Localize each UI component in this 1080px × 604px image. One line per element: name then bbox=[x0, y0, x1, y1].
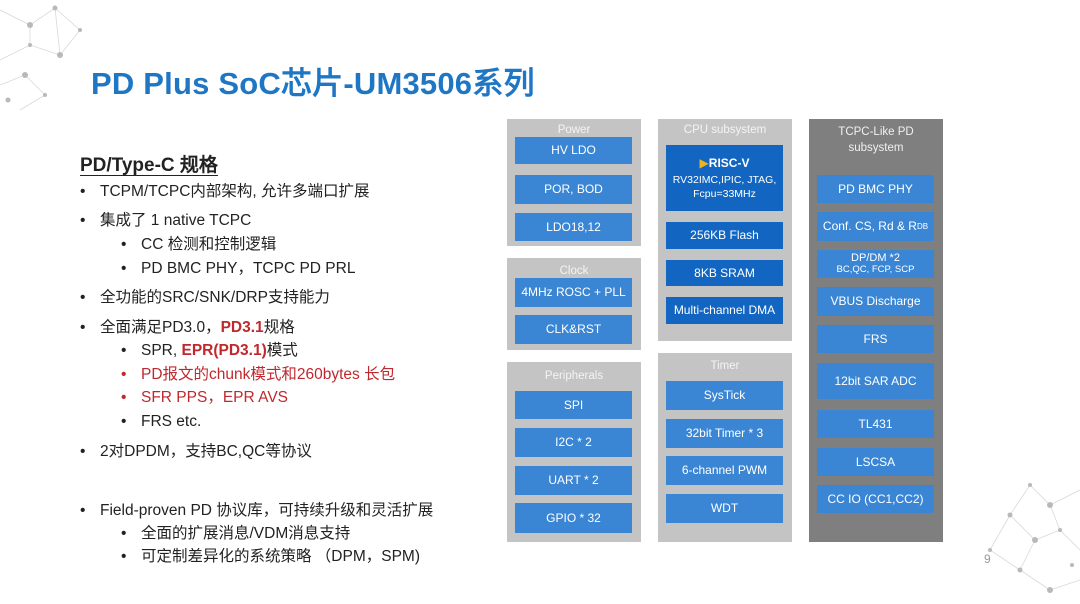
vbus-discharge-block: VBUS Discharge bbox=[817, 287, 934, 316]
network-decoration-top-left bbox=[0, 5, 82, 111]
sub-bullet-item: •PD BMC PHY，TCPC PD PRL bbox=[121, 260, 356, 277]
cpu-subsystem-label: CPU subsystem bbox=[683, 124, 767, 136]
ldo18-12-block: LDO18,12 bbox=[515, 213, 632, 241]
sub-bullet-item: •FRS etc. bbox=[121, 413, 202, 430]
wdt-block: WDT bbox=[666, 494, 783, 523]
rosc-pll-block: 4MHz ROSC + PLL bbox=[515, 278, 632, 307]
gpio-block: GPIO * 32 bbox=[515, 503, 632, 533]
dma-block: Multi-channel DMA bbox=[666, 297, 783, 324]
cc-io-block: CC IO (CC1,CC2) bbox=[817, 485, 934, 513]
dp-dm-block: DP/DM *2 BC,QC, FCP, SCP bbox=[817, 250, 934, 278]
clk-rst-block: CLK&RST bbox=[515, 315, 632, 344]
bullet-item: •Field-proven PD 协议库，可持续升级和灵活扩展 bbox=[80, 502, 434, 519]
power-label: Power bbox=[557, 124, 591, 136]
page-number: 9 bbox=[984, 552, 991, 566]
timer-label: Timer bbox=[710, 360, 740, 372]
i2c-block: I2C * 2 bbox=[515, 428, 632, 457]
frs-block: FRS bbox=[817, 325, 934, 353]
peripherals-label: Peripherals bbox=[544, 370, 604, 382]
network-decoration-bottom-right bbox=[988, 483, 1080, 593]
spec-heading: PD/Type-C 规格 bbox=[80, 155, 218, 176]
por-bod-block: POR, BOD bbox=[515, 175, 632, 204]
sub-bullet-item: •SPR, EPR(PD3.1)模式 bbox=[121, 342, 298, 359]
hv-ldo-block: HV LDO bbox=[515, 137, 632, 164]
risc-v-core-block: ▶RISC-V RV32IMC,IPIC, JTAG, Fcpu=33MHz bbox=[666, 145, 783, 211]
tcpc-subsystem-label: TCPC-Like PD subsystem bbox=[838, 126, 914, 154]
sram-block: 8KB SRAM bbox=[666, 260, 783, 286]
timer32-block: 32bit Timer * 3 bbox=[666, 419, 783, 448]
bullet-item: •集成了 1 native TCPC bbox=[80, 212, 252, 229]
bullet-item: •TCPM/TCPC内部架构, 允许多端口扩展 bbox=[80, 183, 370, 200]
slide-title: PD Plus SoC芯片-UM3506系列 bbox=[91, 66, 535, 101]
tl431-block: TL431 bbox=[817, 410, 934, 438]
flash-block: 256KB Flash bbox=[666, 222, 783, 249]
sar-adc-block: 12bit SAR ADC bbox=[817, 363, 934, 399]
lscsa-block: LSCSA bbox=[817, 448, 934, 476]
sub-bullet-item: •可定制差异化的系统策略 （DPM，SPM) bbox=[121, 548, 421, 565]
pwm-block: 6-channel PWM bbox=[666, 456, 783, 485]
sub-bullet-item: •SFR PPS，EPR AVS bbox=[121, 389, 289, 406]
pd-bmc-phy-block: PD BMC PHY bbox=[817, 175, 934, 203]
systick-block: SysTick bbox=[666, 381, 783, 410]
bullet-item: •全面满足PD3.0，PD3.1规格 bbox=[80, 319, 295, 336]
bullet-item: •全功能的SRC/SNK/DRP支持能力 bbox=[80, 289, 330, 306]
uart-block: UART * 2 bbox=[515, 466, 632, 495]
sub-bullet-item: •CC 检测和控制逻辑 bbox=[121, 236, 277, 253]
spi-block: SPI bbox=[515, 391, 632, 419]
bullet-item: •2对DPDM，支持BC,QC等协议 bbox=[80, 443, 312, 460]
sub-bullet-item: •PD报文的chunk模式和260bytes 长包 bbox=[121, 366, 396, 383]
risc-v-logo: ▶RISC-V bbox=[699, 155, 750, 170]
sub-bullet-item: •全面的扩展消息/VDM消息支持 bbox=[121, 525, 351, 542]
clock-label: Clock bbox=[559, 265, 589, 277]
